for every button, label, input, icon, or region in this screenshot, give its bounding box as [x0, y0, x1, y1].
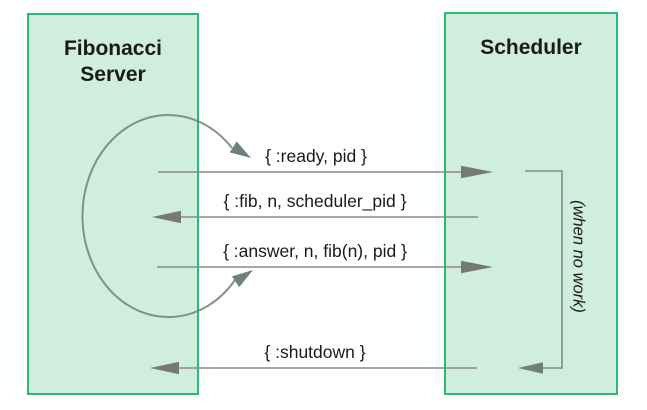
message-label-answer: { :answer, n, fib(n), pid } [223, 241, 407, 261]
actor-label-fibonacci-server: Fibonacci Server [63, 37, 163, 86]
message-label-ready: { :ready, pid } [265, 146, 367, 166]
message-label-fib: { :fib, n, scheduler_pid } [223, 191, 407, 211]
actor-label-scheduler: Scheduler [480, 36, 582, 59]
when-no-work-annotation: (when no work) [569, 200, 588, 313]
message-label-shutdown: { :shutdown } [264, 342, 366, 362]
loop-arrow-bottom-arrowhead-icon [231, 270, 253, 288]
actor-box-scheduler: Scheduler [444, 12, 618, 395]
